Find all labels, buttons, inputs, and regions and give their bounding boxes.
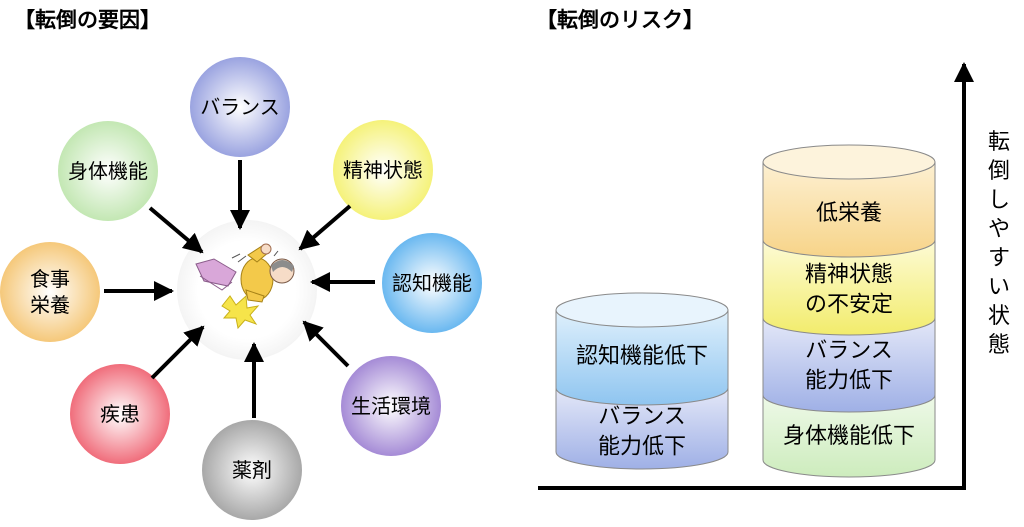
factor-environment: 生活環境 [341, 356, 441, 456]
factor-mental-label: 精神状態 [343, 158, 423, 182]
tall-cyl-bottom-label: 身体機能低下 [782, 424, 916, 450]
factor-disease: 疾患 [70, 364, 170, 464]
factor-balance-label: バランス [200, 95, 280, 119]
short-cyl-bottom-label: バランス 能力低下 [597, 404, 687, 459]
factor-nutrition: 食事 栄養 [0, 242, 100, 342]
tall-cyl-top-label: 低栄養 [815, 201, 883, 227]
circle-physical [58, 121, 158, 221]
factor-physical-label: 身体機能 [68, 159, 148, 183]
arrow-environment [302, 320, 350, 368]
factor-mental: 精神状態 [333, 120, 433, 220]
factor-cognitive: 認知機能 [382, 233, 482, 333]
factor-medication-label: 薬剤 [232, 458, 272, 482]
factor-cognitive-label: 認知機能 [392, 271, 472, 295]
risk-title: 【転倒のリスク】 [536, 8, 704, 32]
circle-cognitive [382, 233, 482, 333]
factor-balance: バランス [190, 57, 290, 157]
circle-nutrition [0, 242, 100, 342]
tall-cyl-upper-mid-label: 精神状態 の不安定 [804, 262, 894, 317]
arrow-disease [150, 325, 205, 380]
tall-cyl-lower-mid-label: バランス 能力低下 [804, 338, 894, 393]
factors-title: 【転倒の要因】 [14, 8, 161, 32]
circle-balance [190, 57, 290, 157]
arrow-mental [298, 204, 352, 251]
short-cyl-top-label: 認知機能低下 [575, 344, 709, 370]
falling-person-illustration [195, 243, 295, 330]
arrow-physical [148, 206, 204, 254]
risk-axes [538, 62, 974, 490]
circle-medication [202, 420, 302, 520]
factor-physical: 身体機能 [58, 121, 158, 221]
factor-medication: 薬剤 [202, 420, 302, 520]
factor-environment-label: 生活環境 [351, 394, 431, 418]
factor-arrows [104, 160, 375, 418]
factor-nutrition-label: 食事 栄養 [30, 267, 70, 317]
risk-axis-label: 転倒しやすい状態 [987, 130, 1010, 358]
circle-environment [341, 356, 441, 456]
factor-disease-label: 疾患 [100, 402, 140, 426]
tall-cylinder [762, 144, 936, 478]
short-cylinder [555, 292, 729, 470]
circle-disease [70, 364, 170, 464]
circle-mental [333, 120, 433, 220]
